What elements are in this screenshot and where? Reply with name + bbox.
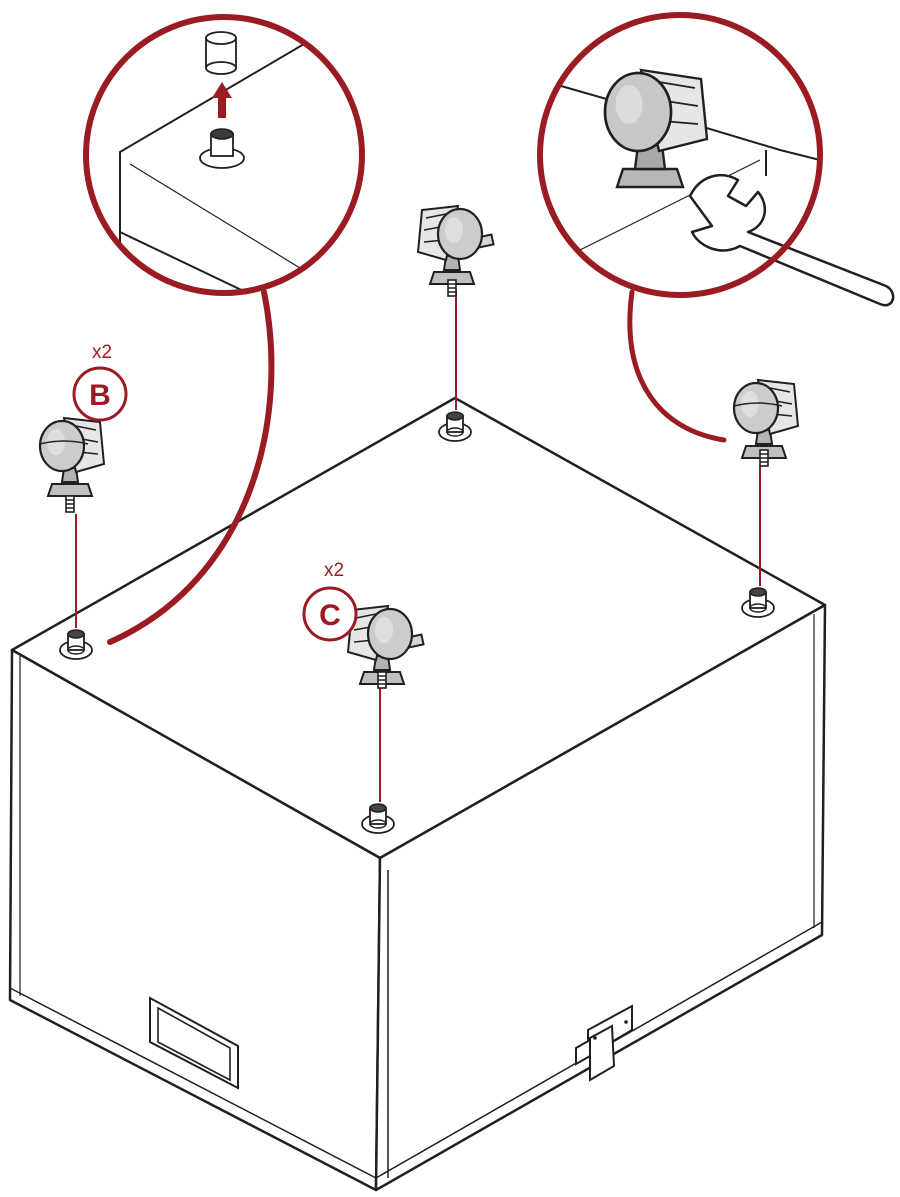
guide-lines xyxy=(75,290,761,802)
part-b-quantity: x2 xyxy=(92,342,112,363)
arrow-up-icon xyxy=(212,82,232,118)
open-end-wrench-icon xyxy=(688,174,895,307)
cabinet-right-face xyxy=(374,603,827,1192)
callout-connector-right xyxy=(627,289,727,443)
handle-recess-icon xyxy=(149,996,239,1090)
zoom-callout-wrench xyxy=(537,12,895,307)
bracket-icon xyxy=(575,1004,633,1082)
cap-icon xyxy=(205,31,237,75)
part-label-c: x2 C xyxy=(302,560,358,642)
part-c-quantity: x2 xyxy=(324,560,344,581)
part-b-letter: B xyxy=(89,379,111,412)
part-label-b: x2 B xyxy=(72,342,128,422)
callout-connector-left xyxy=(107,289,275,645)
caster-wheel-icon xyxy=(416,204,495,297)
cabinet-box xyxy=(8,396,827,1192)
caster-wheel-icon xyxy=(732,378,800,467)
caster-wheel-icon xyxy=(38,416,106,513)
part-c-letter: C xyxy=(319,599,341,632)
zoom-callout-socket-cap xyxy=(83,14,365,296)
